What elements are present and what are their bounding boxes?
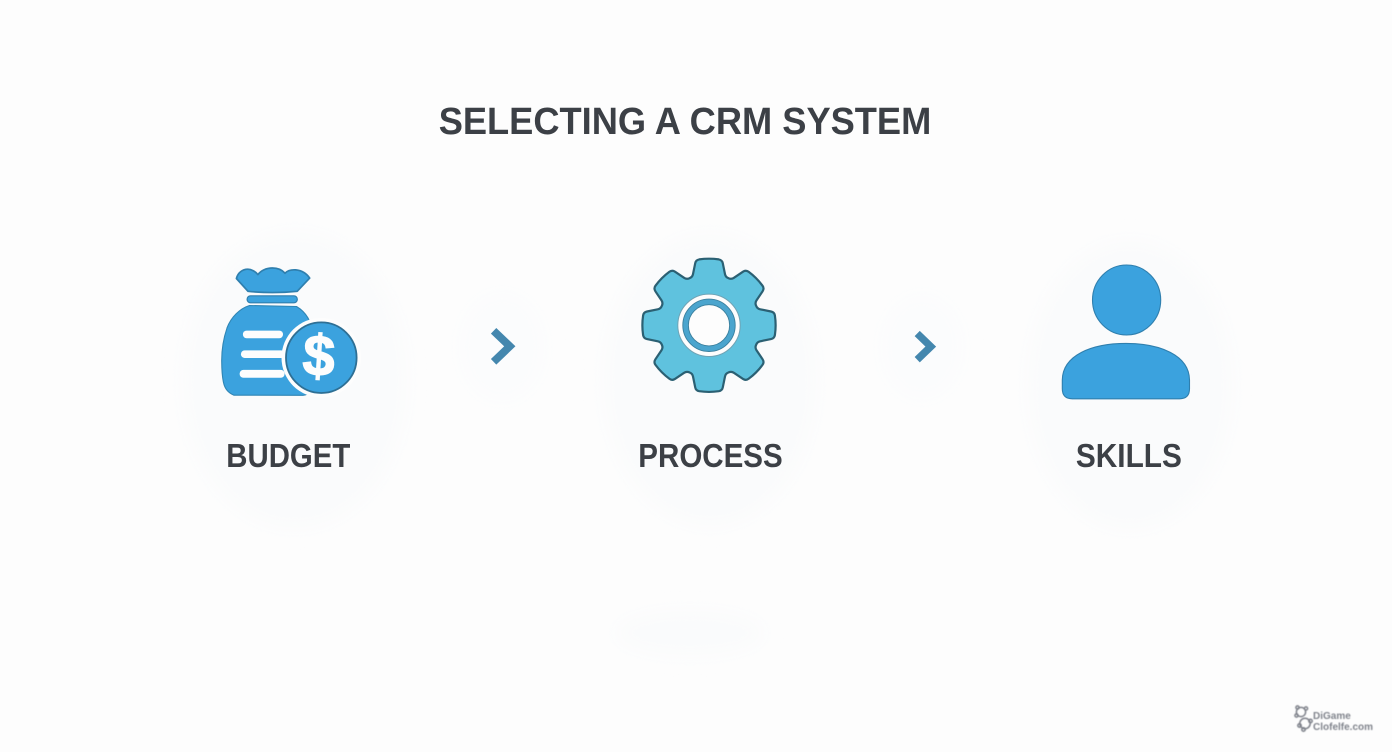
svg-text:SELECTING A CRM SYSTEM: SELECTING A CRM SYSTEM (439, 101, 932, 143)
svg-text:DiGame: DiGame (1313, 711, 1351, 722)
svg-text:Clofelfe.com: Clofelfe.com (1313, 722, 1373, 733)
svg-text:SKILLS: SKILLS (1076, 437, 1182, 474)
svg-text:$: $ (301, 323, 337, 389)
svg-text:BUDGET: BUDGET (226, 437, 350, 474)
svg-text:PROCESS: PROCESS (638, 437, 782, 474)
